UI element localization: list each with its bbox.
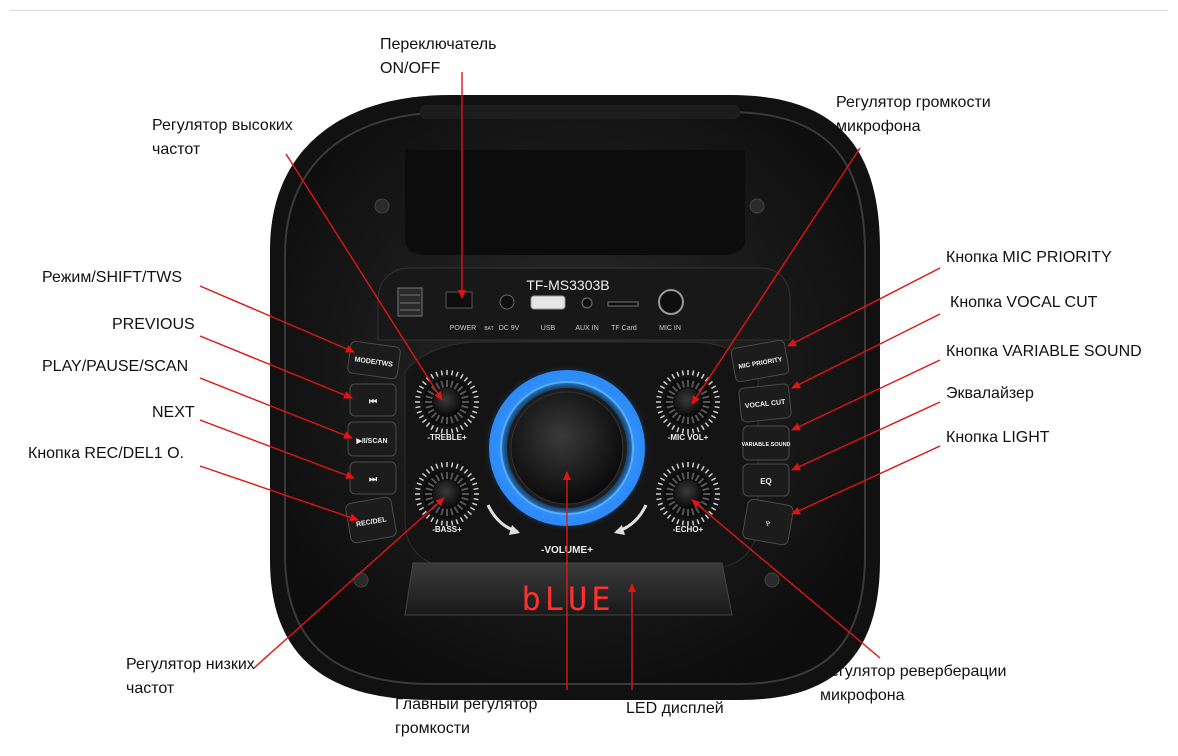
mic-vol-label: -MIC VOL+ bbox=[668, 433, 709, 442]
port-label-usb: USB bbox=[541, 325, 556, 332]
label-mode: Режим/SHIFT/TWS bbox=[42, 266, 182, 290]
port-panel: TF-MS3303B POWER BAT DC 9V USB AUX IN TF… bbox=[378, 268, 790, 340]
port-label-tf: TF Card bbox=[611, 325, 637, 332]
label-previous: PREVIOUS bbox=[112, 313, 195, 337]
port-label-aux: AUX IN bbox=[575, 325, 598, 332]
treble-label: -TREBLE+ bbox=[427, 433, 467, 442]
variable-sound-text: VARIABLE SOUND bbox=[741, 442, 790, 448]
label-next: NEXT bbox=[152, 401, 195, 425]
dc-jack[interactable] bbox=[500, 295, 514, 309]
port-label-bat: BAT bbox=[484, 326, 493, 332]
power-switch[interactable] bbox=[446, 292, 472, 308]
label-variable-sound: Кнопка VARIABLE SOUND bbox=[946, 340, 1142, 364]
tf-card-slot[interactable] bbox=[608, 302, 638, 306]
label-rec-del: Кнопка REC/DEL1 O. bbox=[28, 442, 184, 466]
aux-port[interactable] bbox=[582, 298, 592, 308]
label-led-display: LED дисплей bbox=[626, 697, 724, 721]
label-vocal-cut: Кнопка VOCAL CUT bbox=[950, 291, 1097, 315]
label-play-pause: PLAY/PAUSE/SCAN bbox=[42, 355, 188, 379]
echo-label: -ECHO+ bbox=[673, 525, 704, 534]
model-name: TF-MS3303B bbox=[526, 277, 609, 293]
label-equalizer: Эквалайзер bbox=[946, 382, 1034, 406]
play-pause-text: ▶II/SCAN bbox=[355, 438, 387, 445]
port-label-power: POWER bbox=[450, 325, 476, 332]
left-button-column: MODE/TWS ⏮ ▶II/SCAN ⏭ REC/DEL bbox=[345, 341, 401, 544]
display-text: bLUE bbox=[521, 580, 614, 618]
next-text: ⏭ bbox=[369, 474, 378, 484]
mic-port[interactable] bbox=[659, 290, 683, 314]
label-light: Кнопка LIGHT bbox=[946, 426, 1050, 450]
eq-text: EQ bbox=[760, 477, 772, 486]
label-mic-priority: Кнопка MIC PRIORITY bbox=[946, 246, 1112, 270]
port-label-dc: DC 9V bbox=[499, 325, 520, 332]
usb-port[interactable] bbox=[531, 296, 565, 309]
bass-label: -BASS+ bbox=[432, 525, 462, 534]
led-display: bLUE bbox=[405, 563, 732, 618]
previous-text: ⏮ bbox=[369, 396, 377, 406]
port-label-mic: MIC IN bbox=[659, 325, 681, 332]
brand-logo bbox=[398, 288, 422, 316]
